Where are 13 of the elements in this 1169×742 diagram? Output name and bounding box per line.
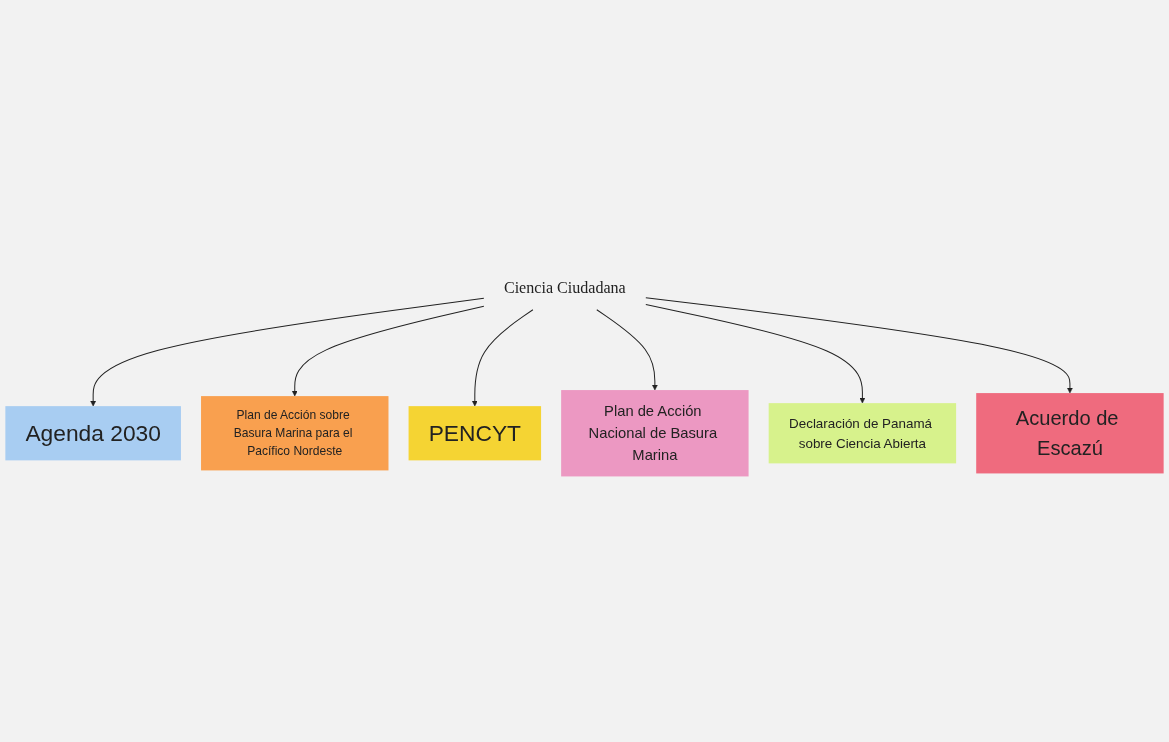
node-box: Plan de Acción Nacional de Basura Marina bbox=[561, 390, 749, 477]
node-box: Acuerdo de Escazú bbox=[976, 393, 1164, 474]
arrow bbox=[645, 297, 1073, 394]
node-box: Declaración de Panamá sobre Ciencia Abierta bbox=[768, 403, 957, 464]
arrow bbox=[291, 305, 485, 397]
arrow bbox=[90, 297, 485, 407]
node-box: PENCYT bbox=[408, 406, 542, 461]
arrow bbox=[645, 304, 866, 404]
node-box: Agenda 2030 bbox=[5, 406, 181, 461]
node-text: Ciencia Ciudadana bbox=[503, 278, 626, 297]
arrow bbox=[471, 309, 534, 407]
arrow bbox=[596, 309, 658, 391]
node-box: Plan de Acción sobre Basura Marina para el Pacífico Nordeste bbox=[201, 396, 389, 471]
